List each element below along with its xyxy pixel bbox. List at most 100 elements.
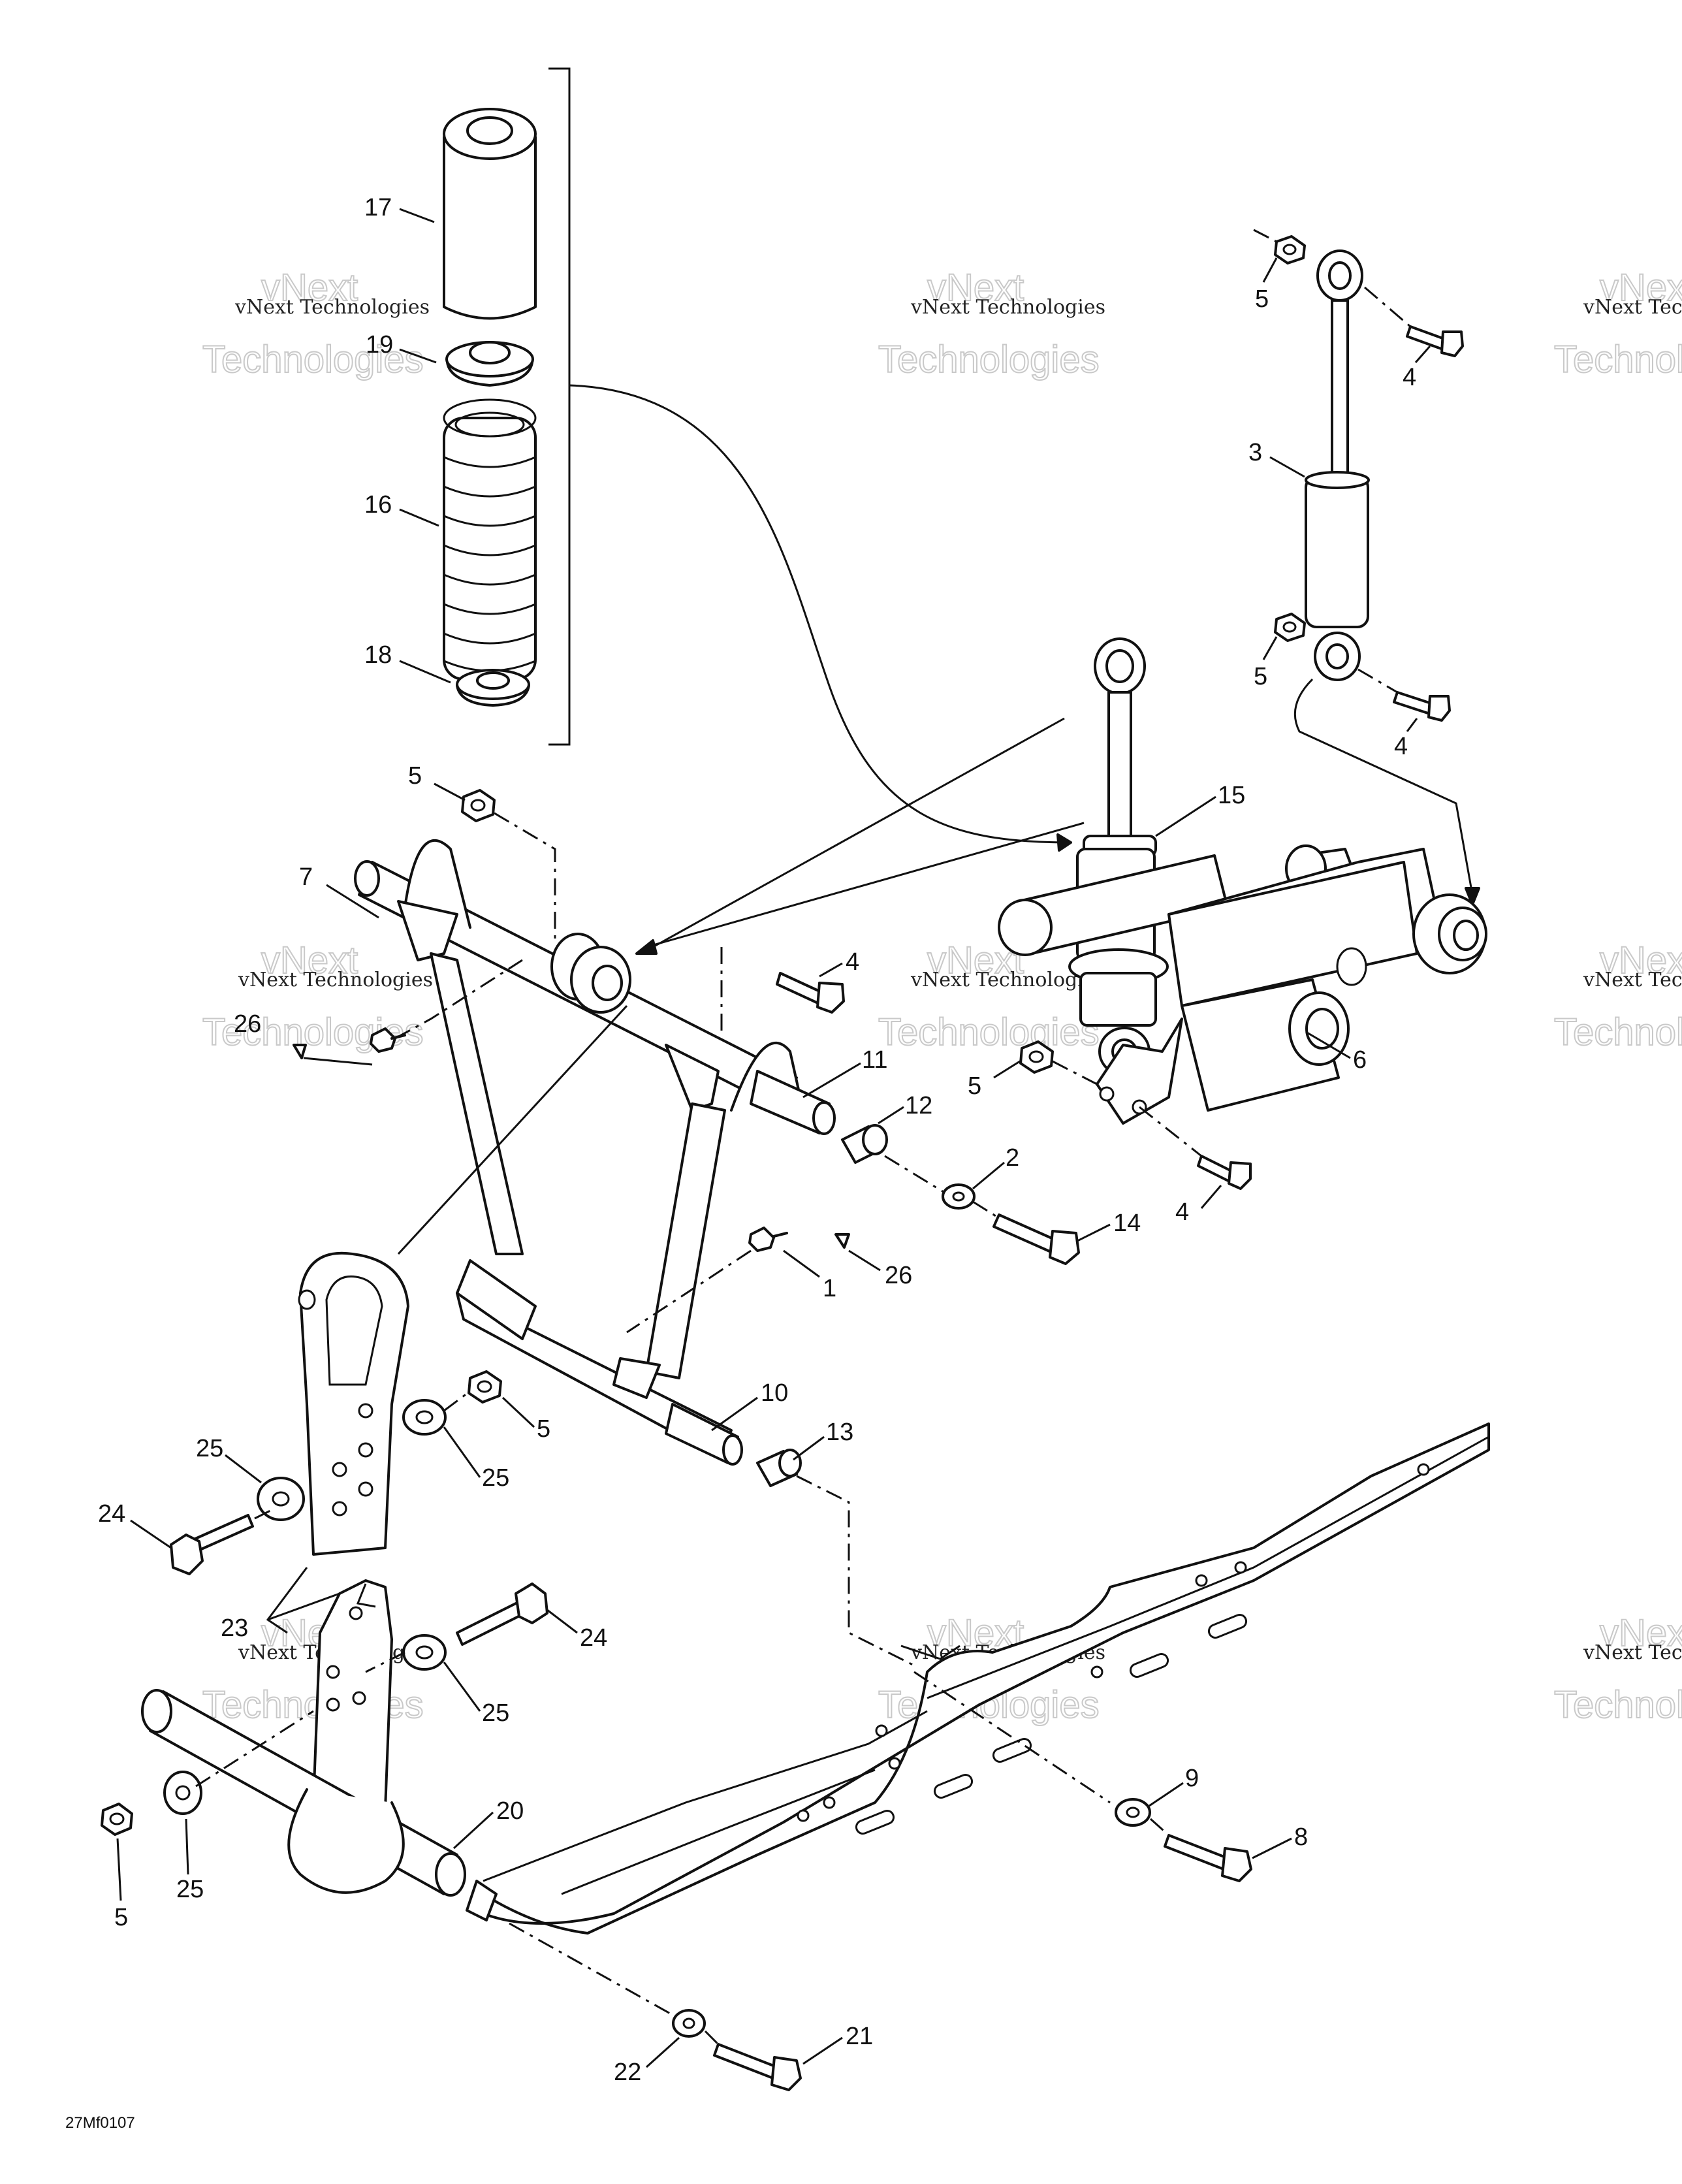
- callout-23: 23: [221, 1614, 248, 1642]
- callout-5-shock-bottom: 5: [1254, 663, 1267, 690]
- part-23-link-lower: [312, 1579, 393, 1810]
- watermark-line-2: vNext Technologies: [238, 969, 433, 991]
- callout-18: 18: [364, 641, 392, 669]
- callout-4-shock-top: 4: [1403, 364, 1416, 391]
- watermark-top-right: vNext vNext Technologies Technologies: [1553, 266, 1682, 381]
- group-bracket: [548, 67, 571, 746]
- callout-5-front-shock: 5: [968, 1072, 981, 1100]
- assembly-arrow: [569, 384, 1071, 844]
- watermark-line-3: Technologies: [1554, 338, 1682, 381]
- callout-11: 11: [862, 1046, 887, 1074]
- callout-19: 19: [366, 331, 393, 359]
- watermark-line-3: Technologies: [202, 338, 424, 381]
- watermark-mid-left: vNext vNext Technologies Technologies: [202, 939, 433, 1054]
- watermark-line-3: Technologies: [1554, 1684, 1682, 1726]
- callout-5-axle: 5: [114, 1904, 128, 1931]
- part-3-rear-shock: [1305, 249, 1370, 681]
- callout-25-link-lower: 25: [482, 1699, 509, 1727]
- part-23-link-upper: [298, 1251, 409, 1556]
- spring-kit-group: [443, 67, 1072, 852]
- part-16-coil-spring: [443, 398, 537, 681]
- callout-21: 21: [846, 2023, 873, 2050]
- callout-13: 13: [826, 1419, 853, 1446]
- callout-17: 17: [364, 194, 392, 221]
- watermark-line-1: vNext: [927, 266, 1024, 309]
- part-14-bolt: [992, 1213, 1080, 1265]
- part-22-washer: [672, 2009, 706, 2038]
- callout-1: 1: [823, 1275, 836, 1302]
- watermark-mid-center: vNext vNext Technologies Technologies: [878, 939, 1105, 1054]
- watermark-line-1: vNext: [1600, 1612, 1682, 1654]
- part-17-boot: [443, 108, 537, 320]
- callout-25-axle: 25: [176, 1876, 204, 1903]
- callout-25-link-upper: 25: [482, 1464, 509, 1492]
- watermark-bottom-center: vNext vNext Technologies Technologies: [878, 1611, 1105, 1727]
- watermark-line-1: vNext: [1600, 939, 1682, 982]
- watermark-bottom-right: vNext vNext Technologies Technologies: [1553, 1611, 1682, 1727]
- callout-26-bottom: 26: [885, 1262, 912, 1289]
- callout-3: 3: [1248, 439, 1262, 466]
- part-8-bolt: [1164, 1834, 1252, 1882]
- part-5-nut-shock-bottom: [1274, 613, 1306, 642]
- drawing-reference: 27Mf0107: [65, 2114, 135, 2132]
- callout-4-arm: 4: [846, 948, 859, 976]
- watermark-top-left: vNext vNext Technologies Technologies: [202, 266, 430, 381]
- callout-24-upper: 24: [98, 1500, 125, 1528]
- callout-4-shock-bottom: 4: [1394, 733, 1408, 760]
- part-4-bolt-rocker: [1197, 1155, 1252, 1190]
- callout-5-shock-top: 5: [1255, 285, 1269, 313]
- callout-8: 8: [1294, 1823, 1308, 1851]
- part-4-bolt-shock-top: [1406, 325, 1464, 357]
- part-5-nut-arm-top: [461, 789, 496, 822]
- callout-26-top: 26: [234, 1010, 261, 1038]
- part-4-bolt-shock-bottom: [1393, 691, 1451, 722]
- callout-14: 14: [1113, 1210, 1141, 1237]
- watermark-line-3: Technologies: [878, 1011, 1100, 1053]
- part-24-bolt-link-lower: [456, 1582, 548, 1646]
- part-7-front-arm: [354, 839, 836, 1466]
- callout-4-rocker: 4: [1175, 1198, 1189, 1226]
- part-5-nut-axle: [101, 1803, 133, 1836]
- part-9-washer: [1115, 1798, 1151, 1827]
- part-13-bushing: [756, 1449, 802, 1487]
- part-25-washer-link-left: [257, 1477, 305, 1521]
- callout-12: 12: [905, 1092, 932, 1119]
- watermark-line-2: vNext Technologies: [234, 296, 430, 319]
- callout-9: 9: [1185, 1765, 1199, 1792]
- callout-5-arm-top: 5: [408, 762, 422, 790]
- part-25-washer-link-upper: [402, 1399, 447, 1436]
- callout-15: 15: [1218, 782, 1245, 809]
- watermarks: vNext vNext Technologies Technologies vN…: [202, 266, 1682, 1727]
- watermark-line-2: vNext Technologies: [1583, 1641, 1682, 1664]
- watermark-line-1: vNext: [261, 266, 358, 309]
- callout-labels: 17 19 16 18 5 4 3 5 4 15 6 5 4 5 7 4 26 …: [98, 194, 1431, 2086]
- watermark-line-2: vNext Technologies: [1583, 969, 1682, 991]
- watermark-line-3: Technologies: [1554, 1011, 1682, 1053]
- part-5-nut-shock-top: [1274, 235, 1306, 265]
- callout-22: 22: [614, 2059, 641, 2086]
- watermark-mid-right: vNext vNext Technologies Technologies: [1553, 939, 1682, 1054]
- part-26-cap-bottom: [834, 1233, 850, 1249]
- part-24-bolt-link-upper: [170, 1514, 254, 1575]
- callout-7: 7: [299, 863, 313, 891]
- callout-6: 6: [1353, 1046, 1367, 1074]
- callout-16: 16: [364, 491, 392, 519]
- part-26-cap-top: [293, 1044, 307, 1059]
- callout-2: 2: [1006, 1144, 1019, 1172]
- part-25-washer-axle: [163, 1771, 202, 1815]
- part-1-grease-fitting-bottom: [748, 1227, 788, 1252]
- watermark-top-center: vNext vNext Technologies Technologies: [878, 266, 1105, 381]
- part-20-lower-axle: [141, 1689, 466, 1897]
- callout-24-lower: 24: [580, 1624, 607, 1652]
- part-19-spring-stopper: [445, 341, 534, 387]
- callout-25-link-left: 25: [196, 1435, 223, 1462]
- part-12-bushing: [841, 1124, 888, 1164]
- part-5-nut-link-upper: [468, 1370, 502, 1404]
- part-4-bolt-arm: [776, 972, 845, 1014]
- watermark-line-1: vNext: [261, 939, 358, 982]
- part-18-spring-seat: [456, 669, 530, 707]
- callout-5-link-upper: 5: [537, 1415, 550, 1443]
- watermark-line-3: Technologies: [878, 338, 1100, 381]
- part-6-rocker-axle: [998, 844, 1487, 1125]
